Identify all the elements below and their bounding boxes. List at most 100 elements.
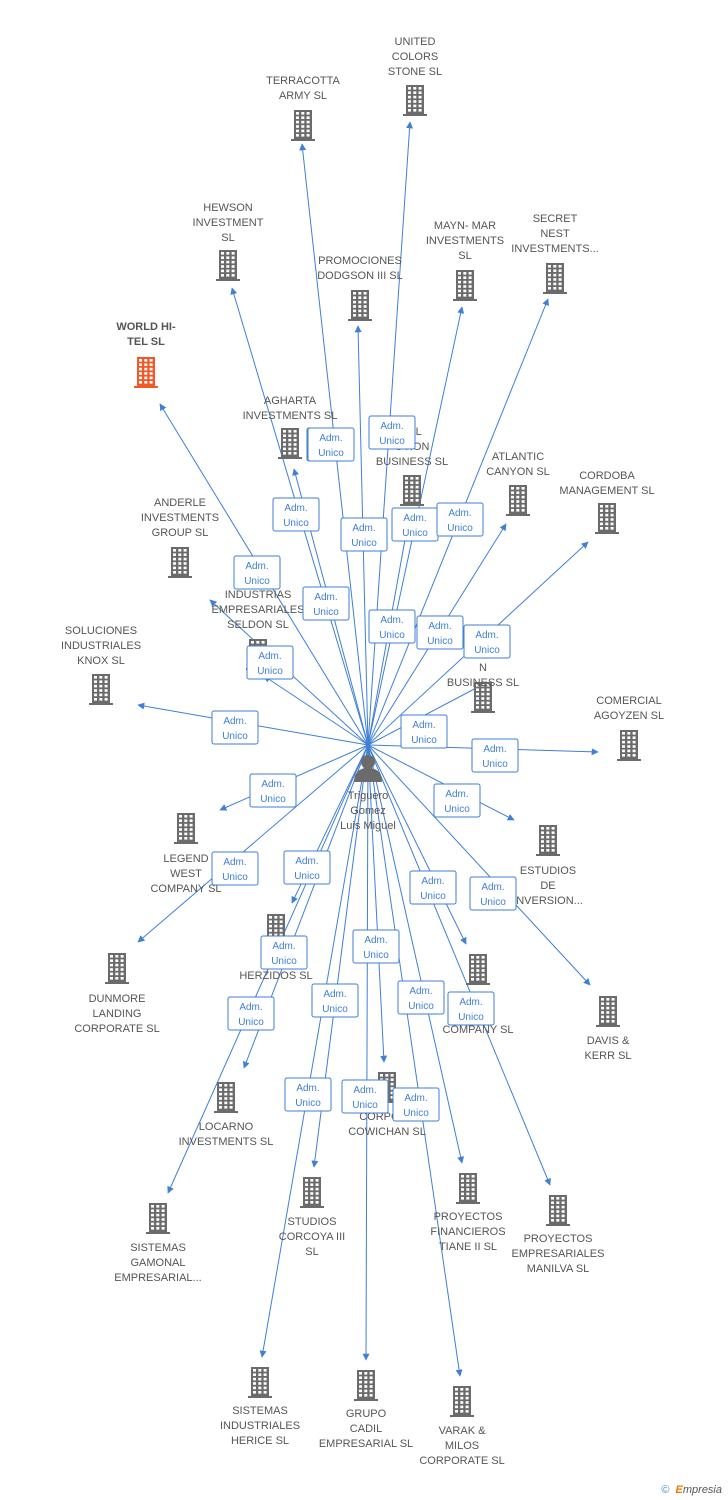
- role-badge[interactable]: Adm.Unico: [211, 710, 259, 745]
- company-label-line: INVESTMENTS SL: [179, 1136, 274, 1148]
- role-badge[interactable]: Adm.Unico: [400, 714, 448, 749]
- role-badge[interactable]: Adm.Unico: [272, 497, 320, 532]
- role-badge[interactable]: Adm.Unico: [284, 1077, 332, 1112]
- company-label-line: AGHARTA: [264, 395, 317, 407]
- company-label-line: ANDERLE: [154, 497, 206, 509]
- company-label-line: AGOYZEN SL: [594, 710, 664, 722]
- role-badge-text: Unico: [379, 436, 405, 447]
- company-label-line: COLORS: [392, 51, 438, 63]
- company-node-sistemas-gamonal-empresarial[interactable]: SISTEMASGAMONALEMPRESARIAL...: [114, 1203, 202, 1284]
- company-node-secret-nest-investments[interactable]: SECRETNESTINVESTMENTS...: [511, 213, 599, 294]
- company-label-line: UNITED: [395, 36, 436, 48]
- role-badge[interactable]: Adm.Unico: [233, 555, 281, 590]
- role-badge[interactable]: Adm.Unico: [469, 876, 517, 911]
- role-badge[interactable]: Adm.Unico: [227, 996, 275, 1031]
- company-label-line: EMPRESARIALES: [512, 1248, 605, 1260]
- company-label-line: INVESTMENT: [193, 217, 264, 229]
- company-label-line: TERRACOTTA: [266, 75, 340, 87]
- building-icon: [400, 475, 424, 506]
- role-badge[interactable]: Adm.Unico: [246, 645, 294, 680]
- company-node-world-hi-tel-sl[interactable]: WORLD HI-TEL SL: [116, 321, 176, 388]
- role-badge[interactable]: Adm.Unico: [341, 1079, 389, 1114]
- role-badge[interactable]: Adm.Unico: [302, 586, 350, 621]
- role-badge-text: Unico: [480, 897, 506, 908]
- role-badge-text: Unico: [295, 1098, 321, 1109]
- role-badge[interactable]: Adm.Unico: [352, 929, 400, 964]
- company-node-davis-kerr-sl[interactable]: DAVIS &KERR SL: [584, 996, 632, 1062]
- building-icon: [543, 263, 567, 294]
- role-badge-text: Adm.: [258, 651, 281, 662]
- company-label-line: INVESTMENTS: [426, 235, 504, 247]
- building-icon: [146, 1203, 170, 1234]
- company-label-line: CORCOYA III: [279, 1231, 345, 1243]
- company-label-line: BUSINESS SL: [447, 677, 519, 689]
- role-badge-text: Adm.: [421, 876, 444, 887]
- role-badge[interactable]: Adm.Unico: [463, 624, 511, 659]
- role-badge-text: Adm.: [223, 857, 246, 868]
- company-label-line: CANYON SL: [486, 466, 550, 478]
- role-badge[interactable]: Adm.Unico: [397, 980, 445, 1015]
- role-badge-text: Unico: [318, 448, 344, 459]
- role-badge[interactable]: Adm.Unico: [311, 983, 359, 1018]
- building-icon: [278, 428, 302, 459]
- company-node-comercial-agoyzen-sl[interactable]: COMERCIAL AGOYZEN SL: [594, 695, 664, 761]
- role-badge-text: Unico: [402, 528, 428, 539]
- role-badge-text: Unico: [352, 1100, 378, 1111]
- role-badge-text: Adm.: [245, 561, 268, 572]
- role-badge[interactable]: Adm.Unico: [283, 850, 331, 885]
- company-node-locarno-investments-sl[interactable]: LOCARNO INVESTMENTS SL: [179, 1082, 274, 1148]
- center-person-node[interactable]: Triguero Gomez Luis Miguel: [340, 755, 396, 832]
- role-badge[interactable]: Adm.Unico: [436, 502, 484, 537]
- role-badge-text: Adm.: [223, 716, 246, 727]
- role-badge[interactable]: Adm.Unico: [368, 609, 416, 644]
- building-icon: [214, 1082, 238, 1113]
- role-badge[interactable]: Adm.Unico: [416, 615, 464, 650]
- role-badge-text: Unico: [447, 523, 473, 534]
- role-badge[interactable]: Adm.Unico: [260, 935, 308, 970]
- role-badge[interactable]: Adm.Unico: [391, 507, 439, 542]
- role-badge[interactable]: Adm.Unico: [249, 773, 297, 808]
- role-badge-text: Unico: [482, 759, 508, 770]
- role-badge[interactable]: Adm.Unico: [409, 870, 457, 905]
- role-badge[interactable]: Adm.Unico: [368, 415, 416, 450]
- company-label-line: SOLUCIONES: [65, 625, 137, 637]
- role-badge[interactable]: Adm.Unico: [447, 991, 495, 1026]
- empresia-logo[interactable]: Empresia: [675, 1484, 722, 1496]
- company-node-estudios-de-inversion[interactable]: ESTUDIOSDEINVERSION...: [513, 825, 583, 907]
- company-label-line: PROYECTOS: [434, 1211, 503, 1223]
- building-icon: [595, 503, 619, 534]
- role-badge-text: Unico: [474, 645, 500, 656]
- edge-sistemas-industriales-herice-sl: [259, 744, 369, 1358]
- role-badge[interactable]: Adm.Unico: [471, 738, 519, 773]
- role-badge[interactable]: Adm.Unico: [340, 517, 388, 552]
- role-badge[interactable]: Adm.Unico: [433, 783, 481, 818]
- role-badge[interactable]: Adm.Unico: [307, 427, 355, 462]
- role-badge-text: Adm.: [409, 986, 432, 997]
- company-node-company-sl[interactable]: COMPANY SL: [442, 954, 514, 1036]
- company-label-line: ESTUDIOS: [520, 865, 576, 877]
- role-badge[interactable]: Adm.Unico: [392, 1087, 440, 1122]
- company-label-line: HEWSON: [203, 202, 253, 214]
- company-label-line: COMERCIAL: [596, 695, 661, 707]
- company-label-line: LOCARNO: [199, 1121, 254, 1133]
- role-badge[interactable]: Adm.Unico: [211, 851, 259, 886]
- company-label-line: LEGEND: [163, 853, 208, 865]
